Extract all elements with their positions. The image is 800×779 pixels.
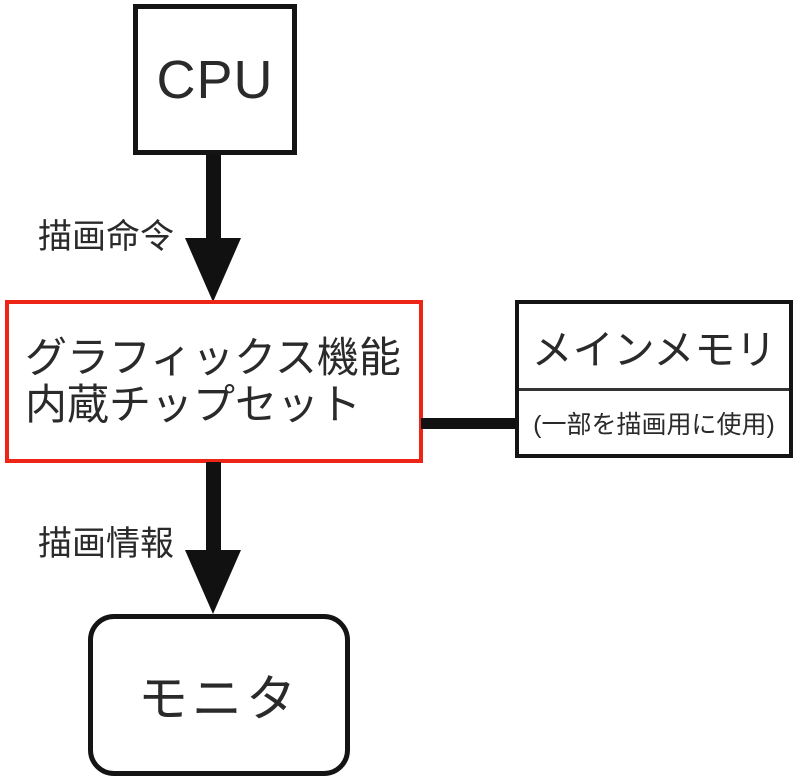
edge-label-drawing-command: 描画命令 [38,218,174,256]
node-chipset: グラフィックス機能 内蔵チップセット [5,300,423,463]
connector-chipset-to-memory [421,418,517,429]
node-memory-note: (一部を描画用に使用) [533,410,775,439]
node-cpu: CPU [133,4,297,155]
edge-label-drawing-info: 描画情報 [38,525,174,563]
node-monitor: モニタ [88,614,350,776]
node-memory-title: メインメモリ [519,304,789,391]
node-cpu-label: CPU [156,49,274,110]
arrow-cpu-to-chipset-head [185,238,241,302]
node-memory: メインメモリ (一部を描画用に使用) [515,300,793,458]
arrow-chipset-to-monitor-shaft [206,462,221,554]
arrow-chipset-to-monitor-head [185,550,241,614]
arrow-cpu-to-chipset-shaft [206,154,221,244]
node-chipset-label-line2: 内蔵チップセット [25,380,362,428]
node-monitor-label: モニタ [138,671,300,727]
node-chipset-label-line1: グラフィックス機能 [25,334,401,382]
